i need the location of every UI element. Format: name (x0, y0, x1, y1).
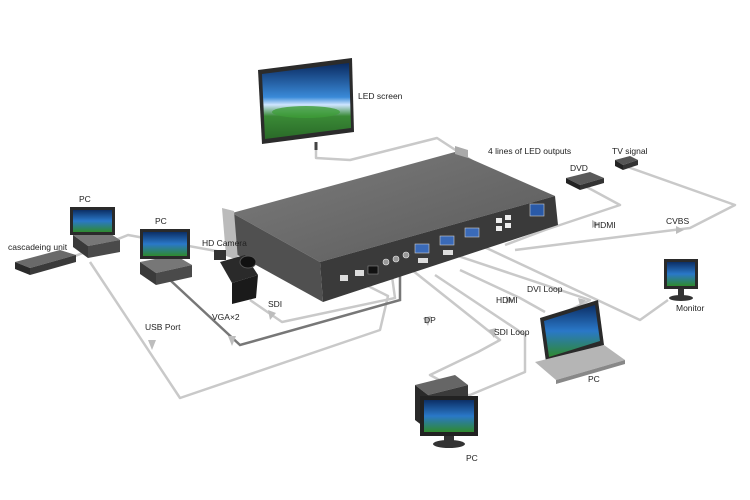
cable-hdmi-laptop (459, 268, 546, 314)
label-pc-bottom: PC (466, 453, 478, 463)
desktop-pc (415, 375, 478, 448)
led-screen (258, 58, 354, 150)
label-sdi-loop: SDI Loop (494, 327, 530, 337)
label-vga: VGA×2 (212, 312, 240, 322)
label-hdmi-top: HDMI (594, 220, 616, 230)
pc-top-left (70, 207, 120, 258)
pc-left (140, 229, 192, 285)
cable-dp (411, 269, 502, 385)
label-cascading-unit: cascadeing unit (8, 242, 68, 252)
monitor (664, 259, 698, 301)
label-tv-signal: TV signal (612, 146, 648, 156)
cable-monitor (479, 243, 669, 322)
video-processor (222, 146, 558, 302)
label-sdi: SDI (268, 299, 283, 309)
cascading-unit (15, 250, 76, 275)
label-hdmi-mid: HDMI (496, 295, 518, 305)
hd-camera (214, 250, 258, 304)
cable-cvbs (514, 164, 737, 252)
cable-hdmi-dvd (504, 183, 622, 247)
label-dvi-loop: DVI Loop (527, 284, 563, 294)
cable-sdi (249, 261, 397, 324)
label-led-screen: LED screen (358, 91, 403, 101)
label-pc-left: PC (155, 216, 167, 226)
label-hd-camera: HD Camera (202, 238, 247, 248)
label-dp: DP (424, 315, 436, 325)
label-monitor: Monitor (676, 303, 705, 313)
label-cvbs: CVBS (666, 216, 690, 226)
dvd-player (566, 172, 604, 190)
label-pc-top-left: PC (79, 194, 91, 204)
label-dvd: DVD (570, 163, 588, 173)
processor-ports (340, 203, 545, 281)
cable-vga (169, 262, 402, 347)
label-led-outputs: 4 lines of LED outputs (488, 146, 572, 156)
label-usb-port: USB Port (145, 322, 181, 332)
laptop (535, 300, 625, 384)
label-pc-laptop: PC (588, 374, 600, 384)
cables-dark (169, 262, 402, 347)
cable-usb (88, 261, 390, 400)
tv-signal-box (615, 156, 638, 170)
